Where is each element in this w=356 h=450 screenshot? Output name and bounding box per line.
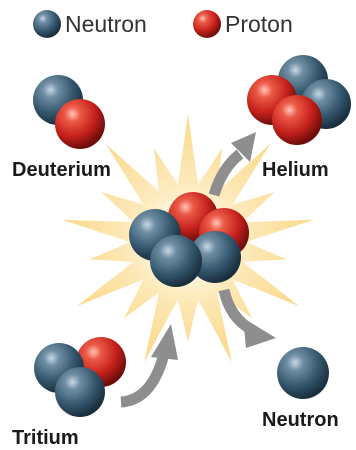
legend-proton-label: Proton — [225, 11, 293, 37]
neutron-particle — [189, 231, 241, 283]
arrow-to-helium — [208, 132, 256, 197]
arrow-to-neutron — [218, 288, 276, 348]
helium-label: Helium — [262, 159, 329, 181]
deuterium-nucleus — [33, 75, 105, 149]
proton-particle — [272, 95, 322, 145]
arrow-from-tritium — [120, 324, 178, 408]
proton-particle — [55, 99, 105, 149]
helium-nucleus — [247, 55, 351, 145]
tritium-nucleus — [34, 337, 126, 417]
neutron-particle — [150, 235, 202, 287]
legend-proton-icon — [193, 10, 221, 38]
legend-neutron-label: Neutron — [65, 11, 147, 37]
neutron-particle — [55, 367, 105, 417]
neutron-particle — [277, 347, 329, 399]
neutron-output-label: Neutron — [262, 409, 339, 431]
tritium-label: Tritium — [12, 427, 79, 449]
legend: Neutron Proton — [33, 10, 293, 38]
deuterium-label: Deuterium — [12, 159, 111, 181]
released-neutron — [277, 347, 329, 399]
fusion-cluster — [129, 192, 249, 287]
legend-neutron-icon — [33, 10, 61, 38]
